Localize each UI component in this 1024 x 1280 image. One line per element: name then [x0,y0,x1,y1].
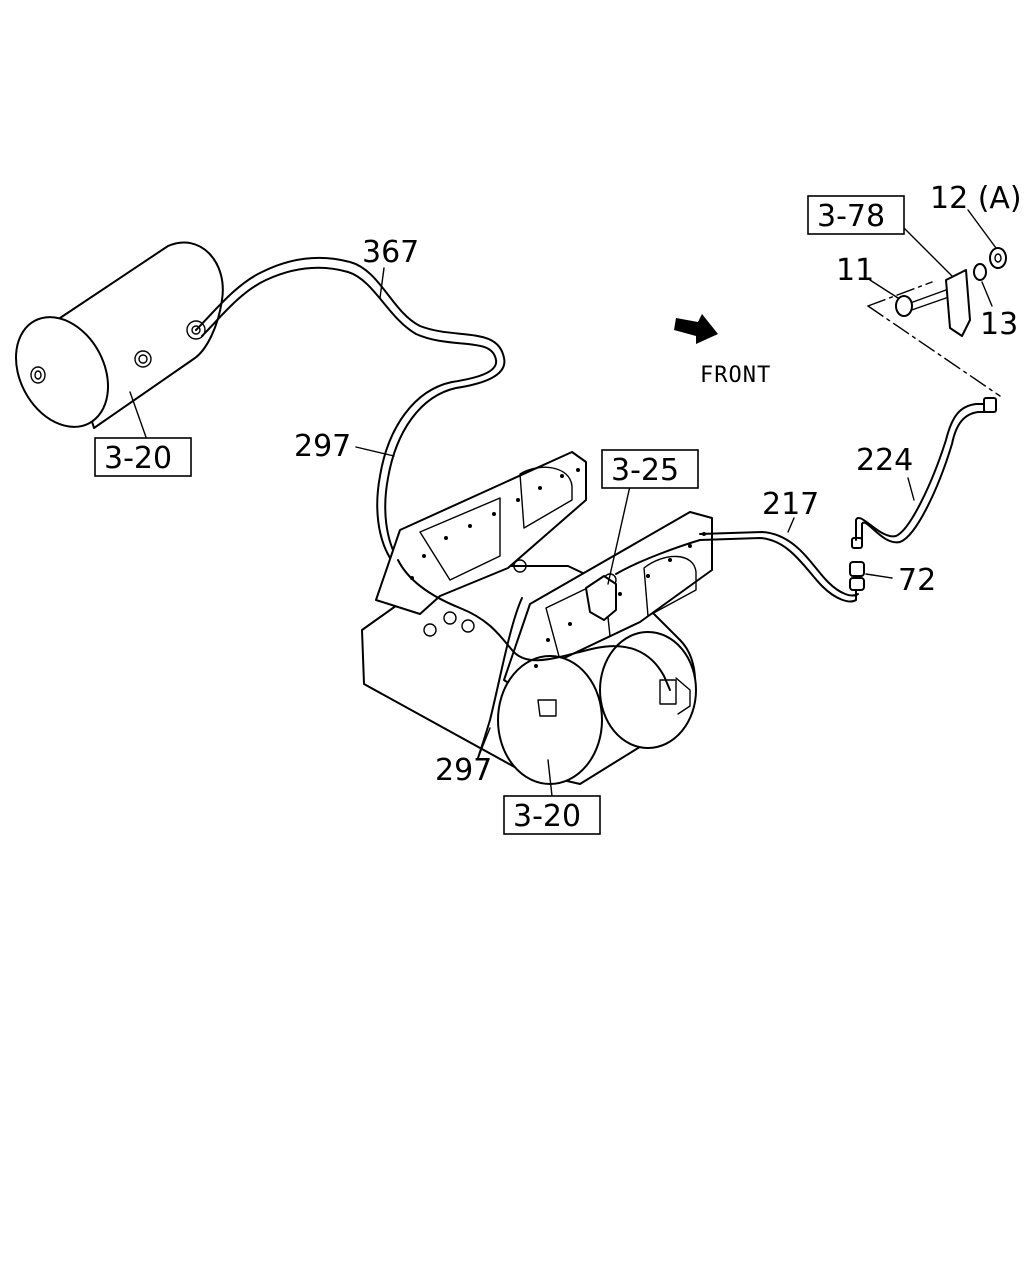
label-297-upper: 297 [294,429,351,464]
leader-valve [607,485,631,585]
leader-224 [907,477,915,501]
leader-13 [981,281,993,307]
svg-text:13: 13 [980,307,1018,342]
union-72 [849,537,865,591]
leader-217 [787,517,795,533]
bracket-assembly [895,247,1007,337]
svg-text:11: 11 [836,253,874,288]
label-72: 72 [898,563,936,598]
label-12: 12 (A) [930,181,1022,216]
svg-text:224: 224 [856,443,913,478]
svg-text:367: 367 [362,235,419,270]
svg-text:297: 297 [294,429,351,464]
label-front: FRONT [700,363,771,388]
ref-box-tank-left: 3-20 [94,437,192,477]
label-217: 217 [762,487,819,522]
svg-text:3-25: 3-25 [611,453,679,488]
leader-tank-bottom [547,759,553,797]
dash-chain [867,305,1001,397]
pipe-224 [855,397,997,544]
label-13: 13 [980,307,1018,342]
ref-box-bracket: 3-78 [807,195,905,235]
svg-text:217: 217 [762,487,819,522]
leader-297-lower [477,727,491,759]
svg-text:3-20: 3-20 [513,799,581,834]
pipe-367 [195,256,506,561]
svg-text:12 (A): 12 (A) [930,181,1022,216]
label-297-lower: 297 [435,753,492,788]
svg-text:3-78: 3-78 [817,199,885,234]
front-arrow-icon [674,314,718,344]
label-224: 224 [856,443,913,478]
frame-assembly [361,451,713,785]
left-air-tank [14,241,224,429]
leader-3-78 [903,227,953,277]
ref-box-valve: 3-25 [601,449,699,489]
label-367: 367 [362,235,419,270]
label-11: 11 [836,253,874,288]
svg-text:3-20: 3-20 [104,441,172,476]
ref-box-tank-bottom: 3-20 [503,795,601,835]
svg-text:FRONT: FRONT [700,363,771,388]
leader-72 [865,573,893,579]
leader-11 [869,279,899,299]
svg-text:297: 297 [435,753,492,788]
leader-tank-left [129,391,148,441]
leader-367 [379,267,385,299]
pipe-217 [615,531,859,603]
dash-chain-upper [867,281,933,307]
leader-297-upper [355,446,395,457]
leader-12 [967,209,997,249]
svg-text:72: 72 [898,563,936,598]
